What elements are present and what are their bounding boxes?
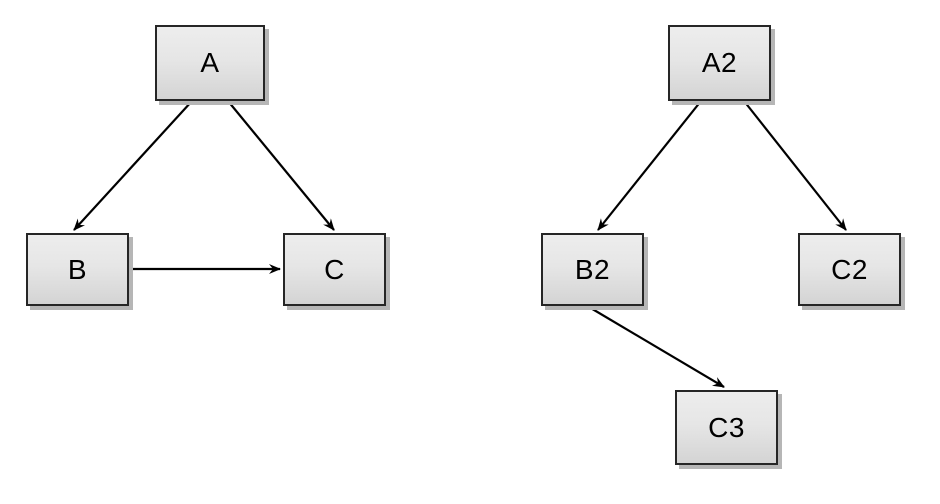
- edges-group: [73, 100, 847, 388]
- edge-b2-to-c3: [588, 306, 725, 388]
- node-label-b: B: [67, 253, 88, 285]
- node-c2[interactable]: C2: [798, 233, 901, 306]
- node-b2[interactable]: B2: [541, 233, 644, 306]
- node-label-b2: B2: [574, 253, 611, 285]
- node-a[interactable]: A: [155, 25, 265, 101]
- node-label-c3: C3: [708, 411, 745, 443]
- node-b[interactable]: B: [26, 233, 129, 306]
- edge-a-to-c: [227, 100, 335, 231]
- node-label-a: A: [200, 47, 220, 78]
- node-label-a2: A2: [701, 47, 738, 78]
- node-c3[interactable]: C3: [675, 390, 778, 465]
- edge-a2-to-b2: [597, 100, 702, 231]
- edge-a2-to-c2: [743, 100, 847, 231]
- node-a2[interactable]: A2: [668, 25, 771, 101]
- node-label-c2: C2: [831, 253, 868, 285]
- node-c[interactable]: C: [283, 233, 386, 306]
- node-label-c: C: [324, 253, 345, 285]
- edge-a-to-b: [73, 100, 193, 231]
